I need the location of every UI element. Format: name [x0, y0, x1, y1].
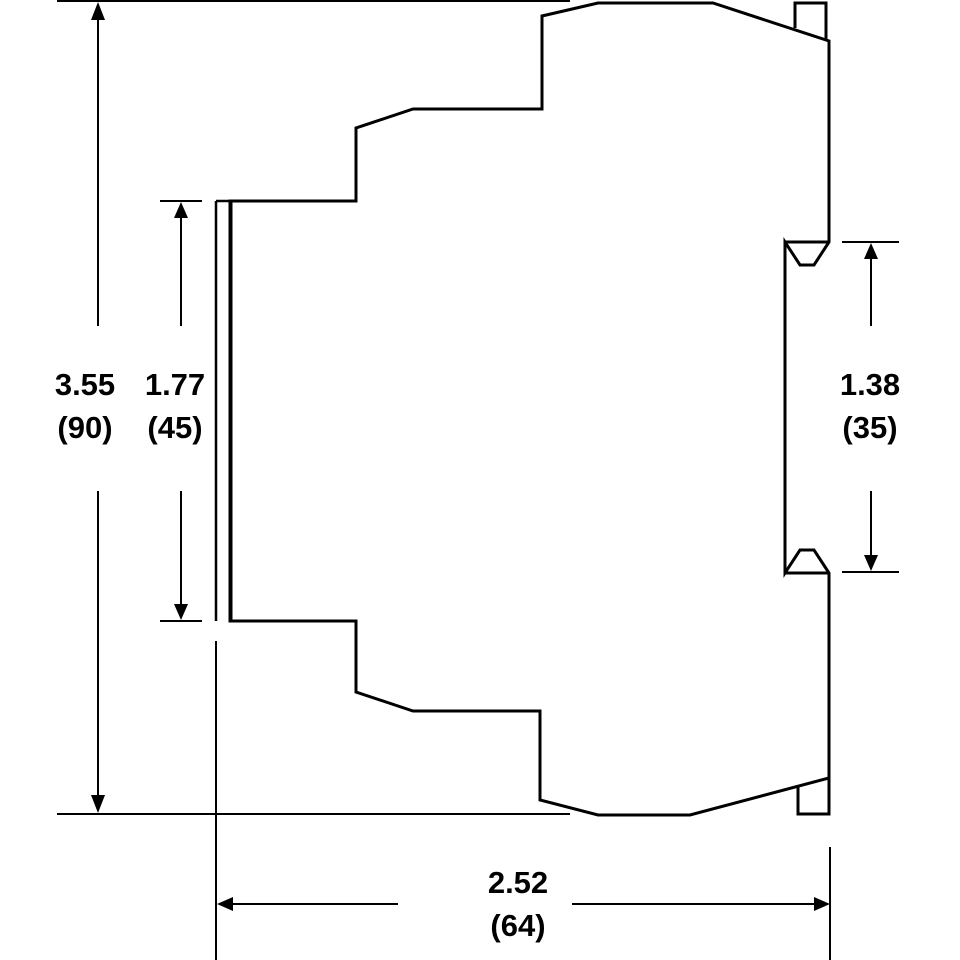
arrow-left-icon: [217, 897, 233, 911]
bottom-clip: [796, 778, 831, 816]
rail-slot-inches-label: 1.38: [840, 367, 900, 402]
arrow-down-icon: [174, 604, 188, 620]
height-mm-label: (90): [57, 410, 112, 445]
arrow-right-icon: [814, 897, 830, 911]
rail-slot-mm-label: (35): [842, 410, 897, 445]
arrow-up-icon: [91, 2, 105, 20]
face-height-inches-label: 1.77: [145, 367, 205, 402]
depth-mm-label: (64): [490, 908, 545, 943]
arrow-up-icon: [864, 243, 878, 259]
height-inches-label: 3.55: [55, 367, 115, 402]
top-clip: [793, 1, 828, 40]
arrow-down-icon: [864, 555, 878, 571]
depth-inches-label: 2.52: [488, 865, 548, 900]
housing-outline: [228, 1, 831, 817]
arrow-up-icon: [174, 202, 188, 218]
arrow-down-icon: [91, 795, 105, 813]
face-height-mm-label: (45): [147, 410, 202, 445]
